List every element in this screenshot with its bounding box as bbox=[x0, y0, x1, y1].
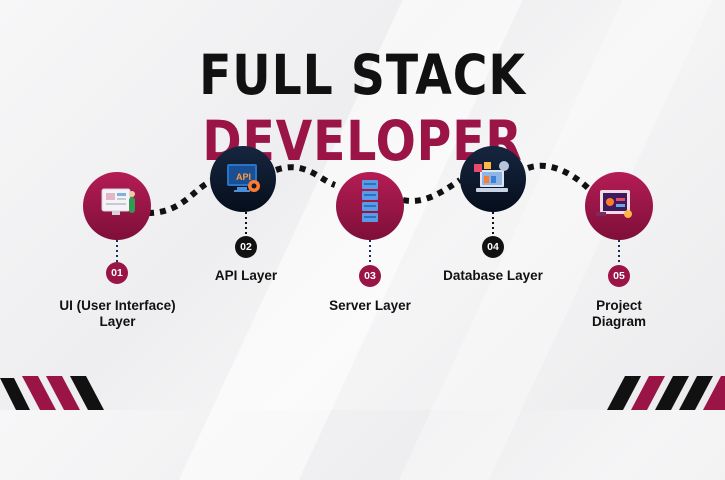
step-number-1: 01 bbox=[106, 262, 128, 284]
corner-chevrons-right bbox=[607, 376, 725, 410]
step-number-2: 02 bbox=[235, 236, 257, 258]
step-number-3: 03 bbox=[359, 265, 381, 287]
step-label-1: UI (User Interface) Layer bbox=[59, 298, 176, 329]
page-title: FULL STACK DEVELOPER bbox=[51, 42, 675, 174]
process-diagram: API bbox=[0, 146, 725, 410]
step-number-4: 04 bbox=[482, 236, 504, 258]
title-part-1: FULL STACK bbox=[199, 43, 526, 107]
step-label-4: Database Layer bbox=[443, 268, 543, 283]
step-label-5: Project Diagram bbox=[591, 298, 647, 329]
step-label-3: Server Layer bbox=[329, 298, 411, 313]
step-label-2: API Layer bbox=[214, 268, 278, 283]
ui-design-icon bbox=[101, 188, 135, 215]
database-computer-icon bbox=[474, 161, 509, 192]
server-stack-icon bbox=[362, 180, 378, 222]
corner-chevrons-left bbox=[0, 376, 104, 410]
step-number-5: 05 bbox=[608, 265, 630, 287]
svg-text:API: API bbox=[236, 172, 251, 182]
api-gear-icon: API bbox=[227, 164, 260, 192]
project-diagram-icon bbox=[596, 190, 632, 218]
